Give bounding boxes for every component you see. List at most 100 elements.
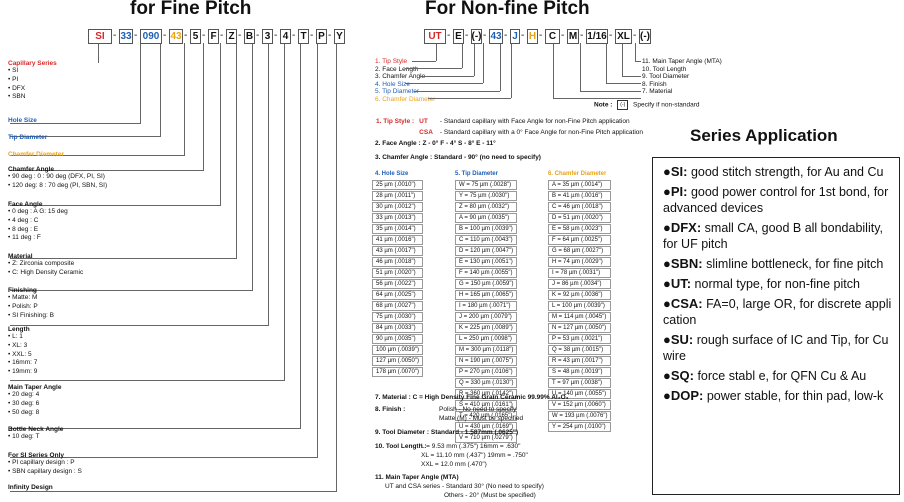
table-row: T = 420 µm (.0165") (455, 411, 518, 421)
chamfer-diameter-table: 6. Chamfer Diameter A = 35 µm (.0014")B … (548, 171, 612, 433)
table-row: H = 165 µm (.0065") (455, 290, 518, 300)
table-row: K = 225 µm (.0089") (455, 323, 518, 333)
series-desc: FA=0, large OR, for discrete appli catio… (663, 297, 892, 327)
table-row: B = 100 µm (.0039") (455, 224, 518, 234)
code-segment: P (316, 29, 327, 44)
mta-block: 11. Main Taper Angle (MTA) UT and CSA se… (375, 474, 544, 499)
list-item: • 50 deg: 8 (8, 408, 40, 416)
legend-item: 2. Face Length (375, 65, 419, 73)
finish-block: 8. Finish : Polish - No need to specify … (375, 406, 524, 422)
series-desc: normal type, for non-fine pitch (691, 277, 860, 291)
code-separator: - (465, 30, 469, 41)
tool-length-block: 10. Tool Length : L = 9.53 mm (.375") 16… (375, 443, 528, 468)
series-desc: rough surface of IC and Tip, for Cu wire (663, 333, 889, 363)
chamfer-diameter-label: Chamfer Diameter (8, 151, 64, 158)
code-separator: - (256, 30, 260, 41)
code-separator: - (483, 30, 487, 41)
code-segment: C (545, 29, 560, 44)
table-row: K = 92 µm (.0036") (548, 290, 612, 300)
series-key: ●SQ: (663, 368, 694, 383)
series-key: ●UT: (663, 276, 692, 291)
list-item: • DFX (8, 84, 26, 92)
table-row: C = 46 µm (.0018") (548, 202, 612, 212)
infinity-design-label: Infinity Design (8, 484, 53, 491)
table-row: 41 µm (.0016") (372, 235, 423, 245)
series-key: ●DFX: (663, 220, 702, 235)
series-item: ●DOP: power stable, for thin pad, low-k (663, 388, 893, 404)
list-item: • 11 deg : F (8, 234, 41, 242)
table-row: 25 µm (.0010") (372, 180, 423, 190)
list-item: • 8 deg : E (8, 225, 39, 233)
table-row: J = 86 µm (.0034") (548, 279, 612, 289)
table-row: W = 75 µm (.0028") (455, 180, 518, 190)
chamfer-angle-row: 3. Chamfer Angle : Standard - 90° (no ne… (375, 154, 541, 161)
series-desc: force stabl e, for QFN Cu & Au (693, 369, 867, 383)
bottle-neck-section: Bottle Neck Angle • 10 deg: T (8, 426, 64, 440)
series-item: ●SBN: slimline bottleneck, for fine pitc… (663, 256, 893, 272)
table-row: A = 90 µm (.0035") (455, 213, 518, 223)
table-row: G = 68 µm (.0027") (548, 246, 612, 256)
table-row: G = 150 µm (.0059") (455, 279, 518, 289)
code-segment: Z (226, 29, 237, 44)
material-row: 7. Material : C = High Density Fine Grai… (375, 394, 569, 401)
table-row: 28 µm (.0011") (372, 191, 423, 201)
code-segment: 43 (169, 29, 183, 44)
series-item: ●SQ: force stabl e, for QFN Cu & Au (663, 368, 893, 384)
table-row: Q = 330 µm (.0130") (455, 378, 518, 388)
series-key: ●SI: (663, 164, 688, 179)
code-segment: XL (615, 29, 632, 44)
series-desc: power stable, for thin pad, low-k (703, 389, 884, 403)
list-item: • 0 deg : A G: 15 deg (8, 208, 68, 215)
table-row: R = 43 µm (.0017") (548, 356, 612, 366)
table-row: 84 µm (.0033") (372, 323, 423, 333)
legend-item: 8. Finish (642, 80, 667, 88)
series-item: ●DFX: small CA, good B all bondability, … (663, 220, 893, 252)
hole-size-label: Hole Size (8, 117, 37, 124)
length-section: Length • L: 1• XL: 3• XXL: 5• 16mm: 7• 1… (8, 326, 38, 376)
list-item: • Z: Zirconia composite (8, 260, 75, 267)
series-key: ●SU: (663, 332, 694, 347)
series-item: ●PI: good power control for 1st bond, fo… (663, 184, 893, 216)
series-key: ●DOP: (663, 388, 704, 403)
table-row: 46 µm (.0018") (372, 257, 423, 267)
table-row: I = 78 µm (.0031") (548, 268, 612, 278)
code-segment: (-) (639, 29, 651, 44)
code-separator: - (609, 30, 613, 41)
nonfine-legend-right: 11. Main Taper Angle (MTA)10. Tool Lengt… (642, 58, 722, 96)
legend-item: 11. Main Taper Angle (MTA) (642, 58, 722, 65)
code-segment: 090 (140, 29, 162, 44)
table-row: V = 152 µm (.0060") (548, 400, 612, 410)
list-item: • L: 1 (8, 333, 23, 340)
table-row: 64 µm (.0025") (372, 290, 423, 300)
tip-diameter-label: Tip Diameter (8, 134, 48, 141)
series-key: ●CSA: (663, 296, 703, 311)
list-item: • XL: 3 (8, 341, 28, 349)
legend-item: 7. Material (642, 88, 673, 96)
legend-item: 6. Chamfer Diameter (375, 95, 436, 103)
list-item: • SBN capillary design : S (8, 467, 82, 475)
code-separator: - (504, 30, 508, 41)
legend-item: 5. Tip Diameter (375, 88, 420, 96)
series-item: ●CSA: FA=0, large OR, for discrete appli… (663, 296, 893, 328)
table-row: S = 410 µm (.0161") (455, 400, 518, 410)
face-angle-section: Face Angle • 0 deg : A G: 15 deg• 4 deg … (8, 201, 68, 242)
list-item: • C: High Density Ceramic (8, 268, 84, 276)
code-separator: - (184, 30, 188, 41)
list-item: • SBN (8, 93, 26, 101)
finishing-section: Finishing • Matte: M• Polish: P• SI Fini… (8, 287, 54, 319)
code-segment: (-) (471, 29, 482, 44)
table-row: U = 430 µm (.0169") (455, 422, 518, 432)
code-segment: 43 (489, 29, 503, 44)
table-row: 178 µm (.0070") (372, 367, 423, 377)
code-segment: Y (334, 29, 345, 44)
table-row: V = 710 µm (.0279") (455, 433, 518, 443)
chamfer-angle-section: Chamfer Angle • 90 deg : 0 : 90 deg (DFX… (8, 166, 108, 189)
table-row: D = 120 µm (.0047") (455, 246, 518, 256)
series-application-title: Series Application (690, 126, 838, 145)
table-row: L = 100 µm (.0039") (548, 301, 612, 311)
tip-diameter-table: 5. Tip Diameter W = 75 µm (.0028")Y = 75… (455, 171, 518, 444)
code-separator: - (633, 30, 637, 41)
legend-item: 4. Hole Size (375, 80, 411, 88)
code-separator: - (113, 30, 117, 41)
code-separator: - (561, 30, 565, 41)
